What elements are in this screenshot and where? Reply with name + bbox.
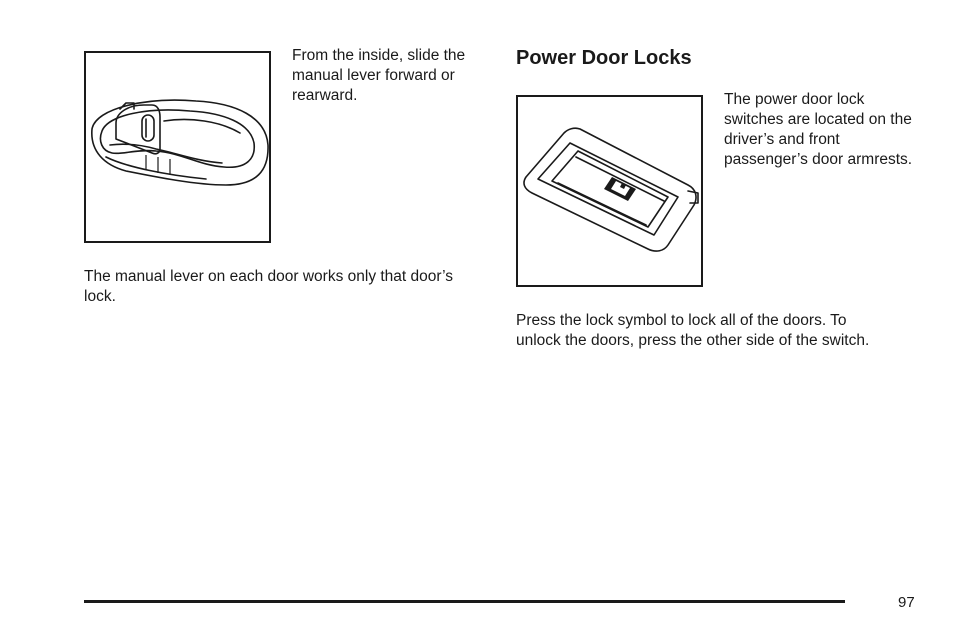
- footer-rule: [84, 600, 845, 603]
- figure2-caption: The power door lock switches are located…: [724, 91, 913, 168]
- lock-switch-illustration: [523, 127, 699, 252]
- manual-lever-figure: [84, 51, 271, 243]
- manual-lever-paragraph: The manual lever on each door works only…: [84, 268, 454, 305]
- power-lock-switch-figure: [516, 95, 703, 287]
- lock-symbol-icon: [604, 177, 636, 201]
- figure1-caption: From the inside, slide the manual lever …: [292, 47, 466, 104]
- power-lock-paragraph: Press the lock symbol to lock all of the…: [516, 312, 870, 349]
- door-handle-illustration: [91, 99, 269, 186]
- section-heading: Power Door Locks: [516, 47, 692, 69]
- page-number: 97: [898, 594, 915, 611]
